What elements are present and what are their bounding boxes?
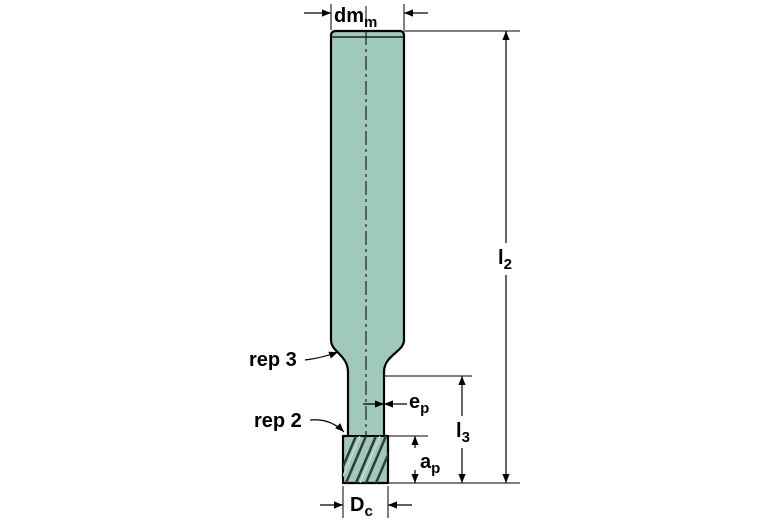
ap-label: ap — [420, 451, 440, 477]
dm-dimension — [304, 4, 428, 30]
ap-dimension — [388, 435, 428, 483]
dm-label: dmm — [334, 5, 377, 31]
rep2-leader — [309, 419, 345, 433]
rep3-label: rep 3 — [249, 349, 297, 371]
dc-label: Dc — [350, 494, 373, 520]
dc-dimension — [320, 486, 412, 518]
l3-dimension — [384, 375, 472, 483]
ep-label: ep — [409, 391, 429, 417]
l2-label: l2 — [498, 247, 512, 273]
flute-hatching — [343, 436, 388, 483]
l3-label: l3 — [456, 420, 470, 446]
flute-highlights — [343, 436, 381, 483]
tool-body — [329, 29, 406, 485]
l2-dimension — [388, 30, 520, 484]
rep2-label: rep 2 — [254, 410, 302, 432]
rep3-leader — [304, 351, 339, 361]
